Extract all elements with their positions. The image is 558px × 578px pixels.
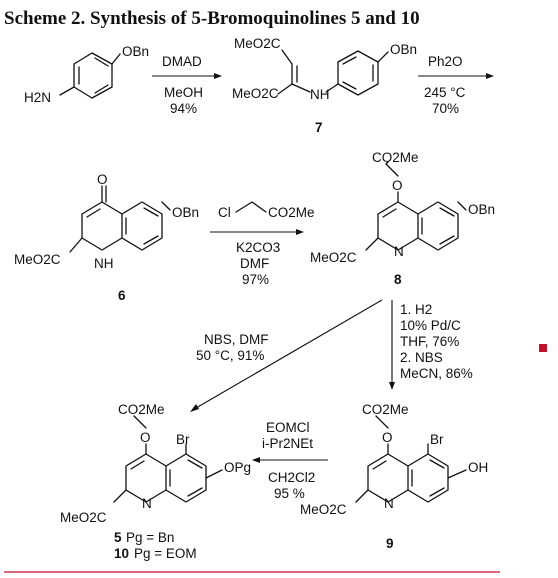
n-label: N bbox=[394, 244, 404, 259]
n-label: N bbox=[142, 496, 152, 511]
nh-label: NH bbox=[310, 87, 330, 102]
compound-9-number: 9 bbox=[386, 536, 394, 551]
step2-reagent: Ph2O bbox=[428, 54, 463, 69]
step3-solvent: DMF bbox=[240, 256, 269, 271]
compound-9-structure: CO2Me O Br OH MeO2C N 9 bbox=[300, 402, 488, 551]
arrow-step5: NBS, DMF 50 °C, 91% bbox=[190, 299, 383, 412]
aniline-structure: OBn H2N bbox=[24, 44, 149, 105]
side-chain-label: CO2Me bbox=[118, 402, 165, 417]
reagent-ester: CO2Me bbox=[268, 205, 315, 220]
step5-line2: 50 °C, 91% bbox=[196, 348, 264, 363]
margin-marker bbox=[539, 344, 547, 352]
step6-line1: EOMCl bbox=[266, 420, 310, 435]
amine-label: H2N bbox=[24, 90, 51, 105]
reagent-chloride: Cl bbox=[218, 205, 231, 220]
ester-label: MeO2C bbox=[60, 510, 107, 525]
opg-label: OPg bbox=[224, 460, 251, 475]
compound-6-number: 6 bbox=[118, 288, 126, 303]
ester-label: MeO2C bbox=[14, 252, 61, 267]
step2-yield: 70% bbox=[432, 101, 459, 116]
step2-temperature: 245 °C bbox=[424, 85, 466, 100]
step6-line3: CH2Cl2 bbox=[268, 470, 315, 485]
step6-line2: i-Pr2NEt bbox=[262, 436, 313, 451]
step4-line4: 2. NBS bbox=[400, 350, 443, 365]
ether-label: OBn bbox=[390, 42, 417, 57]
ester-top-label: MeO2C bbox=[234, 36, 281, 51]
ester-label: MeO2C bbox=[300, 502, 347, 517]
step1-solvent: MeOH bbox=[164, 85, 203, 100]
ring-o-label: O bbox=[392, 178, 403, 193]
compound-5-definition: Pg = Bn bbox=[126, 530, 174, 545]
compound-5-number: 5 bbox=[114, 530, 122, 545]
ether-label: OBn bbox=[468, 202, 495, 217]
nh-label: NH bbox=[94, 256, 114, 271]
step3-yield: 97% bbox=[242, 272, 269, 287]
oh-label: OH bbox=[468, 460, 488, 475]
arrow-step2: Ph2O 245 °C 70% bbox=[418, 54, 494, 116]
ring-o-label: O bbox=[382, 430, 393, 445]
step4-line5: MeCN, 86% bbox=[400, 366, 473, 381]
step4-line1: 1. H2 bbox=[400, 302, 432, 317]
arrow-step3: Cl CO2Me K2CO3 DMF 97% bbox=[210, 201, 315, 287]
compound-6-structure: O OBn MeO2C NH 6 bbox=[14, 172, 199, 303]
ether-label: OBn bbox=[122, 44, 149, 59]
compound-8-number: 8 bbox=[394, 272, 402, 287]
n-label: N bbox=[384, 496, 394, 511]
step4-line2: 10% Pd/C bbox=[400, 318, 461, 333]
ether-label: OBn bbox=[172, 205, 199, 220]
carbonyl-o-label: O bbox=[97, 172, 108, 187]
ring-o-label: O bbox=[140, 430, 151, 445]
arrow-step1: DMAD MeOH 94% bbox=[152, 54, 222, 116]
step1-reagent: DMAD bbox=[162, 54, 202, 69]
compound-10-number: 10 bbox=[114, 546, 129, 561]
compound-10-definition: Pg = EOM bbox=[134, 546, 197, 561]
step5-line1: NBS, DMF bbox=[204, 332, 269, 347]
step1-yield: 94% bbox=[170, 101, 197, 116]
arrow-step6: EOMCl i-Pr2NEt CH2Cl2 95 % bbox=[252, 420, 328, 501]
step6-line4: 95 % bbox=[274, 486, 305, 501]
ester-label: MeO2C bbox=[310, 250, 357, 265]
compound-7-structure: MeO2C MeO2C NH OBn 7 bbox=[232, 36, 417, 135]
ester-left-label: MeO2C bbox=[232, 86, 279, 101]
side-chain-label: CO2Me bbox=[362, 402, 409, 417]
compound-7-number: 7 bbox=[315, 120, 323, 135]
scheme-title: Scheme 2. Synthesis of 5-Bromoquinolines… bbox=[4, 8, 420, 29]
br-label: Br bbox=[430, 432, 444, 447]
step4-line3: THF, 76% bbox=[400, 334, 459, 349]
side-chain-label: CO2Me bbox=[372, 150, 419, 165]
arrow-step4: 1. H2 10% Pd/C THF, 76% 2. NBS MeCN, 86% bbox=[389, 300, 473, 390]
compound-5-10-structure: CO2Me O Br OPg MeO2C N 5 Pg = Bn 10 Pg =… bbox=[60, 402, 251, 561]
br-label: Br bbox=[176, 432, 190, 447]
compound-8-structure: CO2Me O OBn MeO2C N 8 bbox=[310, 150, 495, 287]
step3-base: K2CO3 bbox=[236, 240, 280, 255]
